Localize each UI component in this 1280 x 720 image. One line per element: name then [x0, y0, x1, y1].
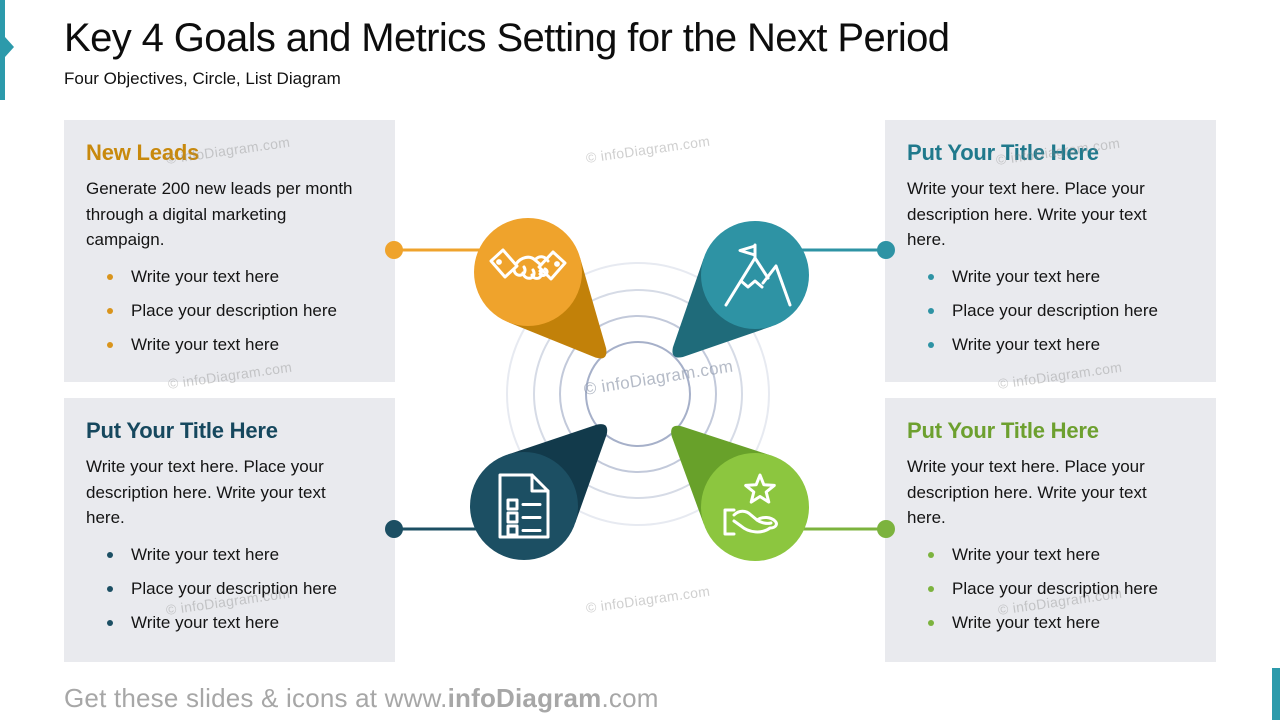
ring-mid	[559, 315, 717, 473]
card-description: Generate 200 new leads per month through…	[86, 179, 353, 249]
page-subtitle: Four Objectives, Circle, List Diagram	[64, 69, 341, 88]
bullet-item: Write your text here	[86, 545, 369, 565]
bullet-text: Place your description here	[131, 300, 338, 320]
watermark: © infoDiagram.com	[582, 356, 735, 399]
bullet-item: Place your description here	[907, 579, 1190, 599]
footer-prefix: Get these slides & icons at www.	[64, 683, 448, 713]
card-title: New Leads	[86, 140, 200, 165]
pin-tail-bottom-left	[507, 424, 608, 523]
card-bullet-list: Write your text here Place your descript…	[86, 545, 369, 633]
pin-circle-top-right	[701, 221, 809, 329]
watermark: © infoDiagram.com	[584, 132, 712, 166]
bullet-text: Place your description here	[131, 578, 338, 598]
page-title: Key 4 Goals and Metrics Setting for the …	[64, 16, 950, 60]
card-title: Put Your Title Here	[907, 140, 1099, 165]
footer-suffix: .com	[601, 683, 659, 713]
card-title: Put Your Title Here	[907, 418, 1099, 443]
pin-tails	[507, 258, 772, 525]
pin-circle-bottom-right	[701, 453, 809, 561]
bullet-item: Write your text here	[907, 267, 1190, 287]
bullet-text: Write your text here	[131, 544, 280, 564]
bullet-text: Place your description here	[952, 578, 1159, 598]
card-bottom-left: Put Your Title Here Write your text here…	[64, 398, 395, 662]
mountain-flag-icon	[724, 243, 792, 307]
bullet-item: Write your text here	[907, 545, 1190, 565]
card-bullet-list: Write your text here Place your descript…	[907, 545, 1190, 633]
bullet-dot	[107, 307, 113, 314]
card-description: Write your text here. Place your descrip…	[86, 457, 326, 527]
bullet-item: Write your text here	[907, 613, 1190, 633]
bullet-dot	[107, 619, 113, 626]
bullet-item: Write your text here	[86, 613, 369, 633]
bullet-item: Place your description here	[907, 301, 1190, 321]
concentric-rings	[506, 262, 770, 526]
bullet-item: Write your text here	[86, 335, 369, 355]
bullet-dot	[107, 551, 113, 558]
pin-heads	[470, 218, 809, 561]
bullet-dot	[107, 585, 113, 592]
left-edge-chevron-icon	[5, 37, 14, 57]
pin-tail-top-right	[672, 258, 772, 358]
hand-star-icon	[723, 473, 778, 536]
pin-tail-bottom-right	[671, 425, 771, 525]
pin-circle-top-left	[474, 218, 582, 326]
ring-inner	[585, 341, 691, 447]
bullet-dot	[928, 585, 934, 592]
bullet-text: Place your description here	[952, 300, 1159, 320]
bullet-item: Place your description here	[86, 301, 369, 321]
bullet-text: Write your text here	[131, 612, 280, 632]
bullet-text: Write your text here	[952, 266, 1101, 286]
bullet-item: Write your text here	[86, 267, 369, 287]
footer-promo: Get these slides & icons at www.infoDiag…	[64, 683, 659, 714]
checklist-document-icon	[498, 473, 550, 539]
card-bullet-list: Write your text here Place your descript…	[86, 267, 369, 355]
bullet-text: Write your text here	[952, 334, 1101, 354]
bullet-item: Place your description here	[86, 579, 369, 599]
card-description: Write your text here. Place your descrip…	[907, 457, 1147, 527]
card-title: Put Your Title Here	[86, 418, 278, 443]
bullet-text: Write your text here	[131, 266, 280, 286]
card-bottom-right: Put Your Title Here Write your text here…	[885, 398, 1216, 662]
bullet-text: Write your text here	[952, 612, 1101, 632]
bullet-text: Write your text here	[131, 334, 280, 354]
bullet-item: Write your text here	[907, 335, 1190, 355]
card-new-leads: New Leads Generate 200 new leads per mon…	[64, 120, 395, 382]
bullet-dot	[107, 273, 113, 280]
card-top-right: Put Your Title Here Write your text here…	[885, 120, 1216, 382]
ring-far	[506, 262, 770, 526]
footer-brand: infoDiagram	[447, 683, 602, 713]
bullet-dot	[107, 341, 113, 348]
bullet-dot	[928, 551, 934, 558]
bullet-dot	[928, 619, 934, 626]
ring-outer	[533, 289, 743, 499]
connectors	[385, 241, 895, 538]
bullet-dot	[928, 273, 934, 280]
pin-circle-bottom-left	[470, 452, 578, 560]
card-description: Write your text here. Place your descrip…	[907, 179, 1147, 249]
pin-tail-top-left	[508, 258, 607, 359]
handshake-icon	[489, 248, 567, 281]
bullet-dot	[928, 307, 934, 314]
card-bullet-list: Write your text here Place your descript…	[907, 267, 1190, 355]
right-edge-bar	[1272, 668, 1280, 720]
bullet-dot	[928, 341, 934, 348]
left-edge-accent	[0, 0, 14, 100]
bullet-text: Write your text here	[952, 544, 1101, 564]
watermark: © infoDiagram.com	[584, 582, 712, 616]
left-edge-bar	[0, 0, 5, 100]
